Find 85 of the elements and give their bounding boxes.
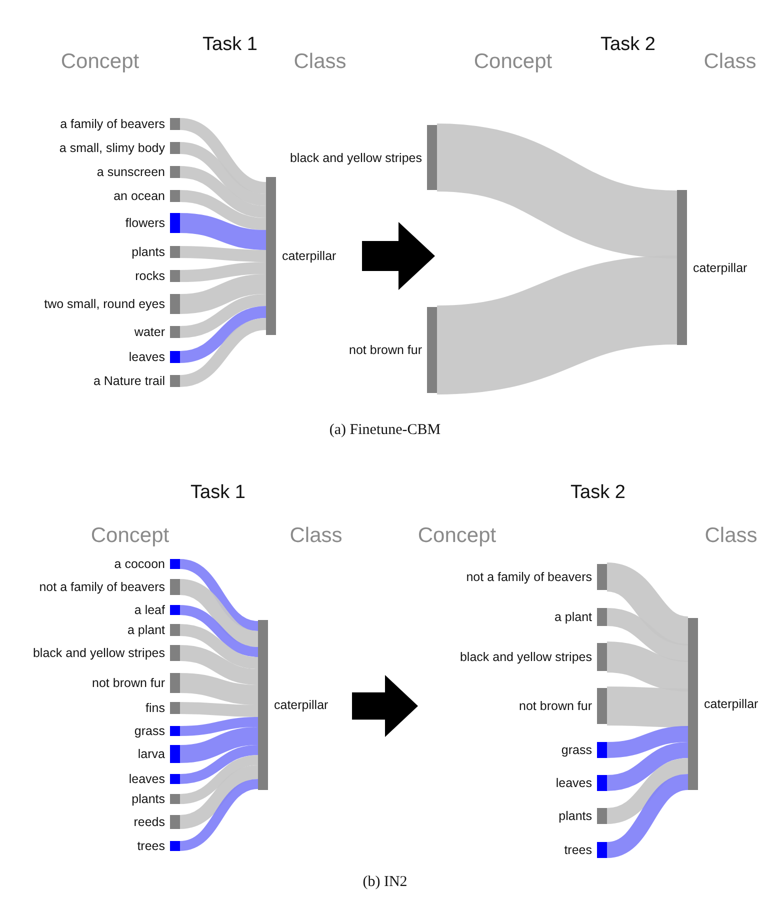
- concept-label: a sunscreen: [96, 165, 165, 179]
- column-heading: Class: [704, 50, 756, 74]
- concept-label: not brown fur: [519, 699, 592, 713]
- flow-band: [435, 256, 679, 394]
- concept-label: a plant: [554, 610, 592, 624]
- concept-label: not a family of beavers: [466, 570, 592, 584]
- flow-band: [179, 306, 267, 363]
- flow-band: [180, 745, 258, 784]
- concept-label: plants: [132, 245, 165, 259]
- flow-band: [179, 779, 259, 851]
- concept-label: black and yellow stripes: [32, 646, 165, 660]
- flow-band: [606, 774, 690, 858]
- flow-band: [435, 124, 679, 258]
- flow-band: [180, 213, 266, 250]
- flow-band: [180, 262, 266, 282]
- concept-label: flowers: [125, 216, 165, 230]
- column-heading: Class: [704, 524, 758, 548]
- concept-label: plants: [132, 792, 165, 806]
- flow-band: [180, 246, 266, 262]
- class-label: caterpillar: [282, 249, 336, 263]
- flow-band: [180, 673, 258, 705]
- concept-label: a family of beavers: [60, 117, 165, 131]
- column-heading: Concept: [90, 524, 170, 548]
- flow-band: [179, 118, 267, 194]
- concept-label: not a family of beavers: [39, 580, 165, 594]
- concept-label: plants: [558, 809, 592, 823]
- concept-label: rocks: [135, 269, 165, 283]
- concept-label: leaves: [128, 350, 165, 364]
- subfigure-caption: (a) Finetune-CBM: [329, 422, 441, 439]
- concept-label: a leaf: [134, 603, 165, 617]
- concept-label: black and yellow stripes: [290, 150, 422, 164]
- flow-band: [180, 190, 266, 230]
- concept-label: grass: [561, 743, 592, 757]
- flow-band: [180, 274, 266, 314]
- column-heading: Concept: [474, 50, 552, 74]
- flow-band: [606, 642, 689, 692]
- flow-band: [180, 702, 258, 717]
- concept-label: not brown fur: [92, 676, 165, 690]
- concept-label: leaves: [128, 772, 165, 786]
- flow-band: [179, 765, 259, 829]
- task-heading: Task 2: [600, 34, 656, 56]
- flow-band: [179, 559, 259, 631]
- concept-label: a plant: [127, 623, 165, 637]
- column-heading: Class: [290, 524, 342, 548]
- flow-band: [606, 726, 688, 758]
- flow-band: [180, 755, 258, 804]
- task-heading: Task 1: [190, 482, 246, 504]
- concept-label: a small, slimy body: [59, 141, 165, 155]
- class-label: caterpillar: [704, 697, 758, 711]
- class-label: caterpillar: [274, 698, 328, 712]
- task-heading: Task 1: [202, 34, 258, 56]
- concept-label: trees: [137, 839, 165, 853]
- concept-label: trees: [564, 843, 592, 857]
- column-heading: Class: [294, 50, 346, 74]
- flow-band: [606, 758, 689, 824]
- concept-label: a Nature trail: [93, 374, 165, 388]
- flow-band: [605, 562, 690, 646]
- flow-band: [606, 742, 689, 791]
- flow-band: [179, 318, 267, 387]
- concept-label: reeds: [134, 815, 165, 829]
- flow-band: [179, 579, 259, 647]
- flow-band: [180, 624, 258, 669]
- concept-label: an ocean: [114, 189, 165, 203]
- concept-label: water: [134, 325, 165, 339]
- task-heading: Task 2: [570, 482, 626, 504]
- flow-band: [180, 294, 266, 338]
- flow-band: [179, 142, 267, 206]
- subfigure-caption: (b) IN2: [362, 874, 408, 891]
- flow-band: [180, 166, 266, 218]
- column-heading: Concept: [418, 524, 496, 548]
- flow-band: [180, 717, 258, 736]
- concept-label: black and yellow stripes: [460, 650, 592, 664]
- class-label: caterpillar: [693, 260, 748, 274]
- concept-label: not brown fur: [349, 343, 422, 357]
- flow-band: [180, 645, 258, 685]
- concept-label: grass: [134, 724, 165, 738]
- flow-band: [180, 605, 258, 657]
- concept-label: two small, round eyes: [44, 297, 165, 311]
- column-heading: Concept: [60, 50, 140, 74]
- concept-label: larva: [138, 747, 165, 761]
- flow-band: [180, 727, 258, 763]
- concept-label: leaves: [556, 776, 592, 790]
- concept-label: fins: [146, 701, 165, 715]
- concept-label: a cocoon: [114, 557, 165, 571]
- flow-band: [606, 608, 689, 662]
